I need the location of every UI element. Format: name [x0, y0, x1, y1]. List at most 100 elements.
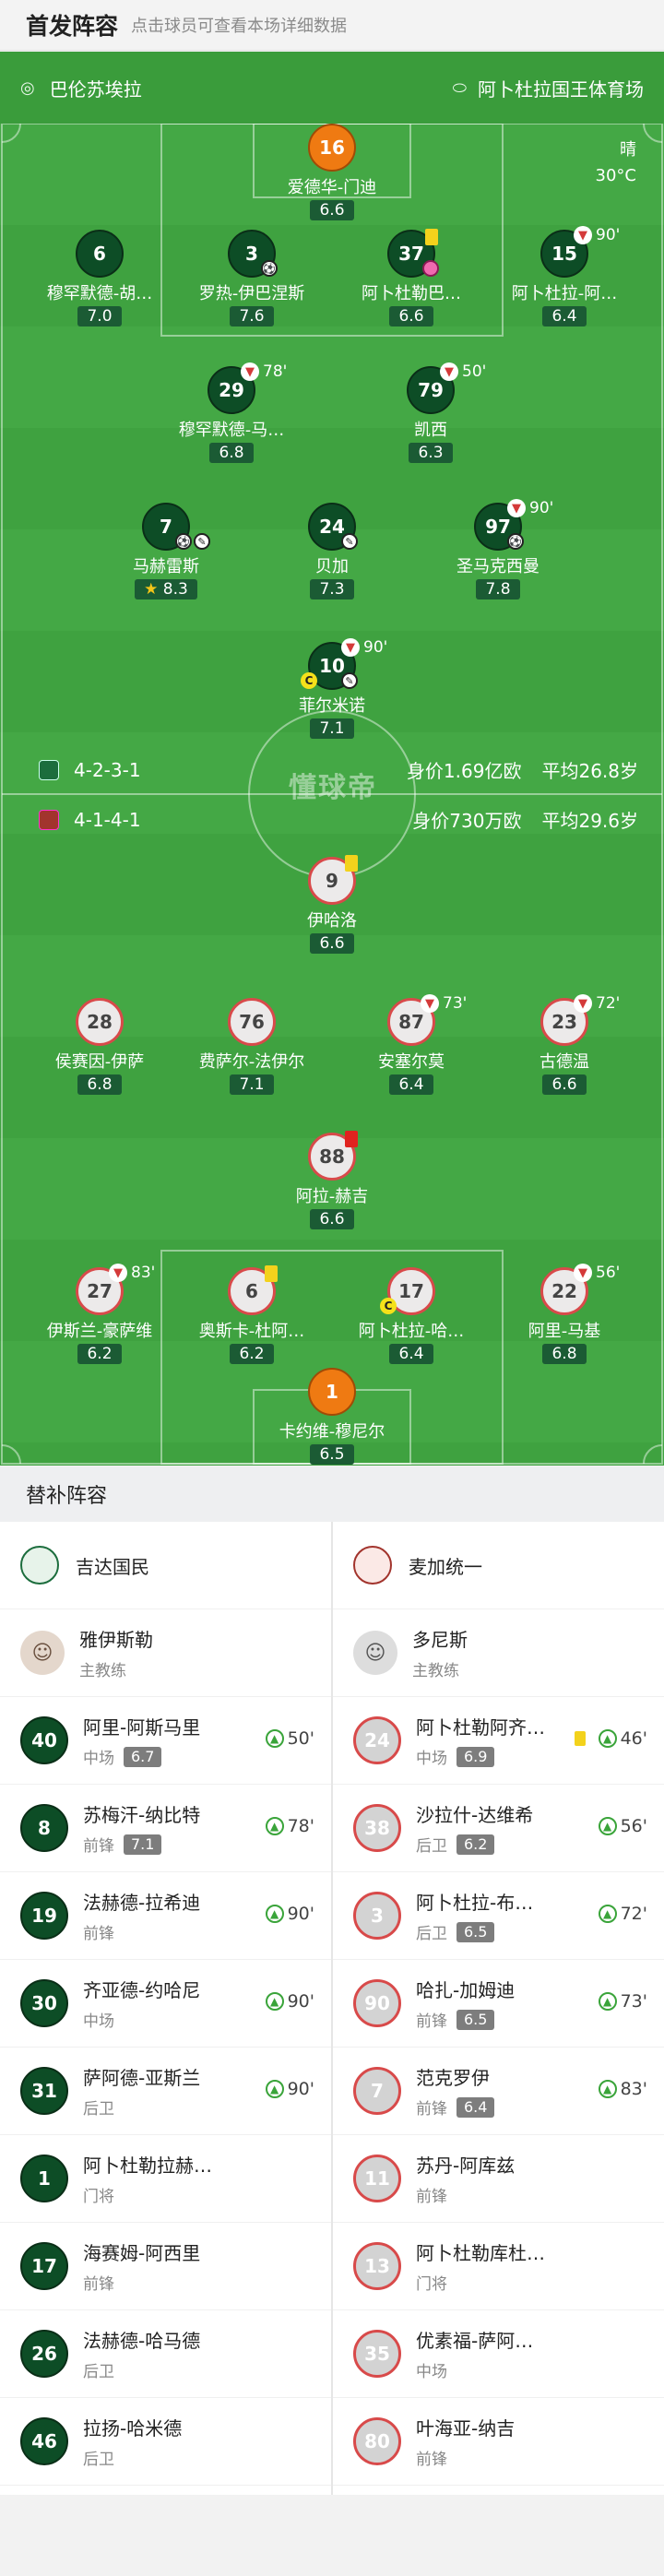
- player-number: 3: [353, 1892, 401, 1940]
- sub-on-marker: ▲90': [265, 2079, 314, 2099]
- home-coach-row[interactable]: ☺雅伊斯勒主教练: [0, 1609, 331, 1697]
- player-rating: 6.2: [456, 1834, 495, 1855]
- player-position: 前锋: [83, 1837, 114, 1856]
- sub-on-marker: ▲50': [265, 1728, 314, 1749]
- player-number: 90: [353, 1979, 401, 2027]
- player-name: 阿卜杜拉-布…: [416, 1892, 534, 1914]
- player-name: 阿卜杜勒阿齐…: [416, 1716, 545, 1739]
- player-position: 前锋: [416, 2012, 447, 2031]
- player-name: 拉扬-哈米德: [83, 2417, 183, 2439]
- away-team-badge: [39, 809, 59, 830]
- sub-on-marker: ▲73': [598, 1991, 647, 2012]
- sub-off-marker: ▼72': [574, 994, 620, 1013]
- coach-avatar: ☺: [353, 1631, 397, 1675]
- sub-off-icon: ▼: [574, 226, 592, 244]
- red-card-icon: [345, 1131, 358, 1147]
- player-position: 后卫: [416, 1925, 447, 1943]
- player-name: 齐亚德-约哈尼: [83, 1979, 201, 2001]
- goal-icon: ⚽: [507, 533, 524, 550]
- sub-off-marker: ▼90': [574, 226, 620, 244]
- sub-on-marker: ▲78': [265, 1816, 314, 1836]
- player-name: 哈扎-加姆迪: [416, 1979, 516, 2001]
- player-name: 法赫德-拉希迪: [83, 1892, 201, 1914]
- player-name: 叶海亚-纳吉: [416, 2417, 516, 2439]
- player-number: 13: [353, 2242, 401, 2290]
- player-name: 萨阿德-亚斯兰: [83, 2067, 201, 2089]
- sub-on-icon: ▲: [265, 1817, 284, 1835]
- sub-player-row[interactable]: 80 叶海亚-纳吉前锋: [333, 2398, 664, 2486]
- player-name: 阿卜杜勒拉赫…: [83, 2155, 212, 2177]
- sub-on-icon: ▲: [598, 1905, 617, 1923]
- star-icon: ★: [144, 580, 159, 599]
- player-position: 前锋: [416, 2100, 447, 2119]
- goal-icon: ⚽: [261, 260, 278, 277]
- yellow-card-icon: [574, 1731, 586, 1746]
- column-divider: [331, 1522, 333, 2495]
- sub-on-icon: ▲: [265, 2080, 284, 2098]
- lineup-subtitle: 点击球员可查看本场详细数据: [131, 17, 348, 36]
- player-position: 前锋: [83, 2275, 114, 2294]
- sub-off-icon: ▼: [574, 994, 592, 1013]
- home-team-logo: [20, 1546, 59, 1585]
- player-number: 7: [353, 2067, 401, 2115]
- player-number: 80: [353, 2417, 401, 2465]
- sub-off-icon: ▼: [440, 362, 458, 381]
- player-position: 前锋: [416, 2451, 447, 2469]
- player-name: 阿卜杜勒库杜…: [416, 2242, 545, 2264]
- coach-avatar: ☺: [20, 1631, 65, 1675]
- referee-name: 巴伦苏埃拉: [49, 77, 142, 101]
- away-team-row[interactable]: 麦加统一: [333, 1522, 664, 1609]
- sub-off-marker: ▼50': [440, 362, 486, 381]
- away-coach-row[interactable]: ☺多尼斯主教练: [333, 1609, 664, 1697]
- sub-off-marker: ▼56': [574, 1264, 620, 1282]
- player-rating: 6.4: [456, 2096, 495, 2118]
- player-name: 苏梅汗-纳比特: [83, 1804, 201, 1826]
- assist-icon: ✎: [341, 533, 358, 550]
- home-team-row[interactable]: 吉达国民: [0, 1522, 331, 1609]
- captain-icon: C: [380, 1298, 397, 1314]
- assist-icon: ✎: [194, 533, 210, 550]
- weather-temperature: 30°C: [595, 166, 636, 185]
- sub-on-icon: ▲: [265, 1729, 284, 1748]
- player-number: 24: [353, 1716, 401, 1764]
- sub-off-icon: ▼: [109, 1264, 127, 1282]
- sub-off-icon: ▼: [341, 638, 360, 657]
- sub-off-marker: ▼73': [421, 994, 467, 1013]
- sub-on-icon: ▲: [598, 1817, 617, 1835]
- sub-off-icon: ▼: [241, 362, 259, 381]
